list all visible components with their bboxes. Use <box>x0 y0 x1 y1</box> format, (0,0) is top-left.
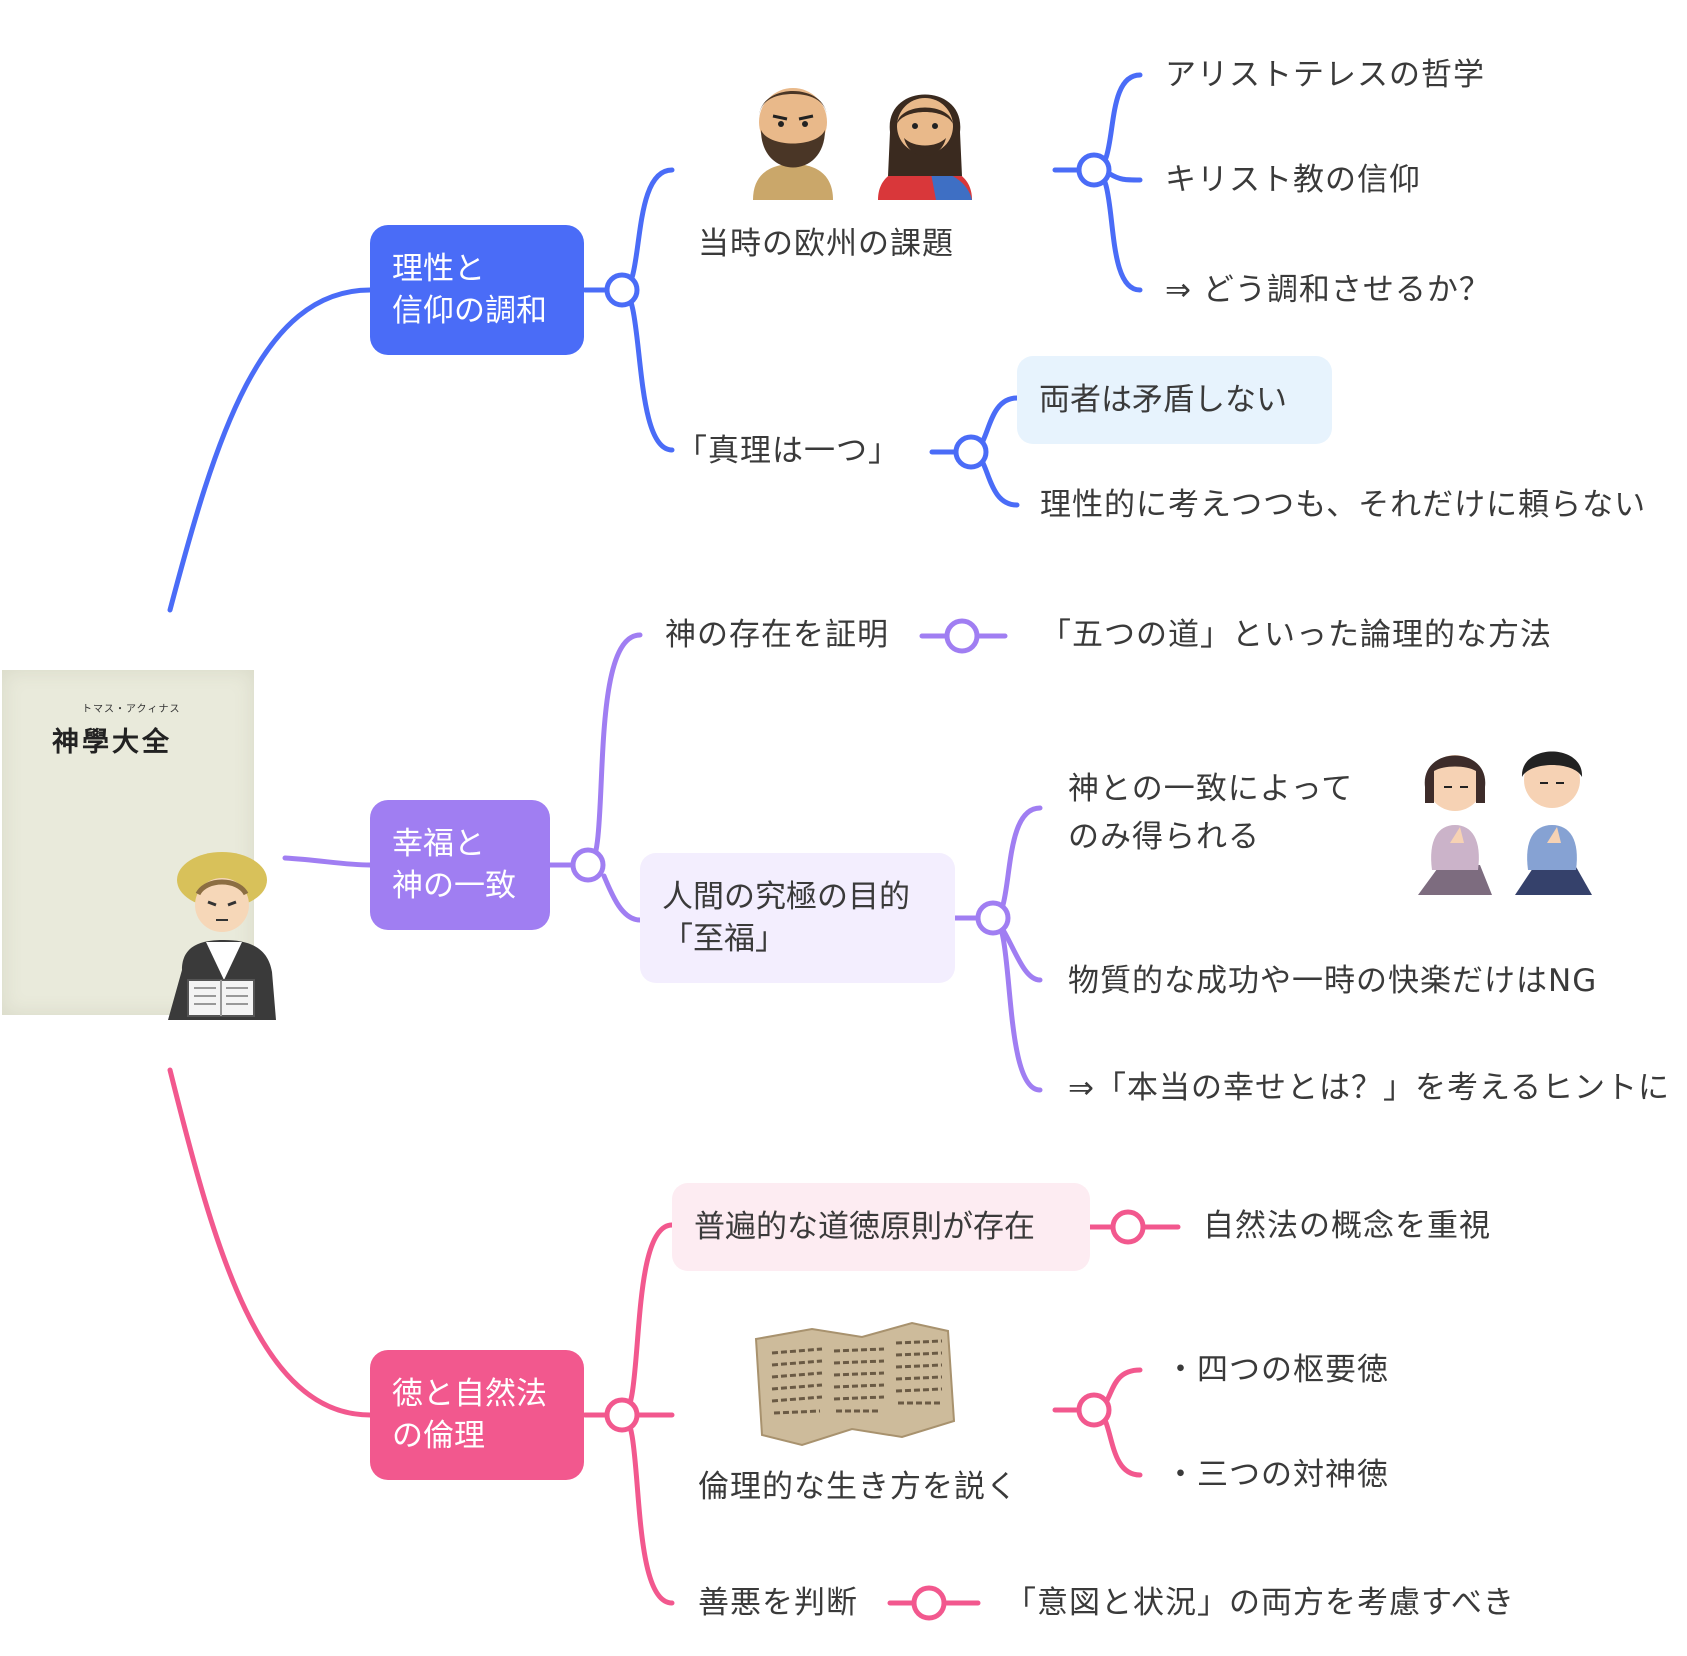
link-issue-c3 <box>1091 167 1143 293</box>
node-intent-situation[interactable]: 「意図と状況」の両方を考慮すべき <box>1005 1585 1515 1621</box>
node-prove-god[interactable]: 神の存在を証明 <box>665 617 889 653</box>
node-how-harmonize[interactable]: ⇒ どう調和させるか？ <box>1165 272 1491 308</box>
link-purpose-c1 <box>990 805 1043 921</box>
branch-happiness[interactable]: 幸福と 神の一致 <box>370 800 550 930</box>
root-node: トマス・アクィナス 神學大全 <box>2 670 276 1020</box>
node-no-contradiction[interactable]: 両者は矛盾しない <box>1017 356 1332 444</box>
node-christianity[interactable]: キリスト教の信仰 <box>1165 162 1421 198</box>
old-scroll-illustration <box>754 1321 956 1447</box>
philosopher-aristotle-illustration <box>753 88 833 200</box>
node-cardinal-virtues[interactable]: ・四つの枢要徳 <box>1165 1352 1389 1388</box>
monk-illustration <box>168 852 276 1020</box>
hub-law <box>1110 1209 1146 1245</box>
link-hub-purpose <box>601 873 643 923</box>
link-hub-judge <box>619 1412 675 1606</box>
node-five-ways[interactable]: 「五つの道」といった論理的な方法 <box>1040 617 1552 653</box>
node-no-contradiction-text: 両者は矛盾しない <box>1039 382 1287 418</box>
hub-judge <box>911 1585 947 1621</box>
praying-couple-illustration <box>1418 751 1592 895</box>
hub-purpose <box>975 900 1011 936</box>
hub-truth <box>953 434 989 470</box>
branch-title-line: 幸福と <box>392 826 485 862</box>
node-union-only-line: のみ得られる <box>1068 819 1260 855</box>
hub-virtue <box>604 1397 640 1433</box>
node-not-material[interactable]: 物質的な成功や一時の快楽だけはNG <box>1068 963 1598 999</box>
link-issue-c2 <box>1107 171 1143 183</box>
node-natural-law[interactable]: 自然法の概念を重視 <box>1203 1208 1491 1244</box>
node-theological-virtues[interactable]: ・三つの対神徳 <box>1165 1457 1389 1493</box>
branch-title-line: 理性と <box>392 251 485 287</box>
node-not-only-reason[interactable]: 理性的に考えつつも、それだけに頼らない <box>1040 487 1647 523</box>
book-subtitle: トマス・アクィナス <box>82 704 181 715</box>
hub-happiness <box>570 847 606 883</box>
link-purpose-c3 <box>990 915 1043 1093</box>
link-root-reason <box>167 287 373 613</box>
hub-god <box>944 618 980 654</box>
jesus-illustration <box>878 94 972 200</box>
link-hub-law <box>619 1222 675 1418</box>
node-true-happiness-hint[interactable]: ⇒「本当の幸せとは？」を考えるヒントに <box>1068 1070 1671 1106</box>
node-ultimate-purpose[interactable]: 人間の究極の目的 「至福」 <box>640 853 955 983</box>
link-hub-issue <box>619 167 675 293</box>
link-hub-god <box>585 632 643 868</box>
node-universal-principle[interactable]: 普遍的な道徳原則が存在 <box>672 1183 1090 1271</box>
branch-title-line: 信仰の調和 <box>392 293 547 329</box>
node-judge-good-evil[interactable]: 善悪を判断 <box>698 1585 858 1621</box>
node-universal-principle-text: 普遍的な道徳原則が存在 <box>694 1209 1035 1245</box>
branch-title-line: 徳と自然法 <box>392 1376 547 1412</box>
hub-issue <box>1076 152 1112 188</box>
link-hub-truth <box>619 287 675 453</box>
node-one-truth[interactable]: 「真理は一つ」 <box>676 433 900 469</box>
node-ultimate-purpose-line: 「至福」 <box>662 921 786 957</box>
branch-reason-faith[interactable]: 理性と 信仰の調和 <box>370 225 584 355</box>
branch-title-line: の倫理 <box>392 1418 485 1454</box>
hub-ethics <box>1076 1392 1112 1428</box>
hub-reason <box>604 272 640 308</box>
link-root-virtue <box>167 1067 373 1418</box>
link-root-happiness <box>282 855 373 868</box>
node-ultimate-purpose-line: 人間の究極の目的 <box>662 879 910 915</box>
node-union-only-line: 神との一致によって <box>1068 771 1354 807</box>
branch-virtue-law[interactable]: 徳と自然法 の倫理 <box>370 1350 584 1480</box>
book-title: 神學大全 <box>52 727 172 758</box>
branch-title-line: 神の一致 <box>392 868 516 904</box>
node-aristotle[interactable]: アリストテレスの哲学 <box>1165 57 1485 93</box>
node-ethical-life[interactable]: 倫理的な生き方を説く <box>698 1469 1018 1505</box>
node-union-only[interactable]: 神との一致によって のみ得られる <box>1068 765 1353 861</box>
node-era-issue[interactable]: 当時の欧州の課題 <box>698 226 954 262</box>
